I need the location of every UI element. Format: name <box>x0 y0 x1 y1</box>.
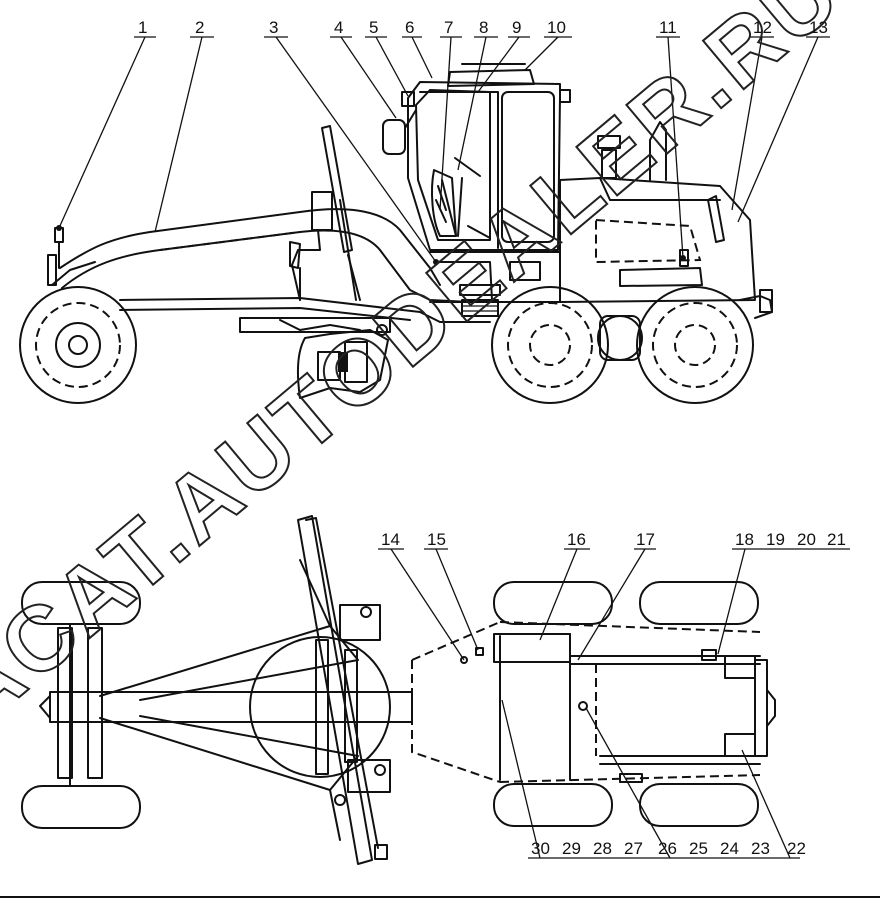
callout-label: 23 <box>751 839 770 858</box>
front-wheels-top <box>21 581 141 829</box>
lower-chassis <box>429 251 561 317</box>
callout-label: 29 <box>562 839 581 858</box>
top-view <box>21 515 850 865</box>
callout-label: 24 <box>720 839 739 858</box>
side-view <box>19 36 830 404</box>
callout-label: 2 <box>195 18 204 37</box>
callout-label: 22 <box>787 839 806 858</box>
callout-numbers-side: 1 2 3 4 5 6 7 8 9 10 11 12 13 <box>138 18 828 37</box>
callout-label: 16 <box>567 530 586 549</box>
callout-label: 4 <box>334 18 343 37</box>
callout-label: 25 <box>689 839 708 858</box>
blade-top <box>297 515 391 865</box>
moldboard-blade <box>239 317 391 399</box>
callout-label: 6 <box>405 18 414 37</box>
front-bumper <box>47 227 96 286</box>
callout-label: 21 <box>827 530 846 549</box>
callout-label: 30 <box>531 839 550 858</box>
blade-circle-top <box>249 636 391 778</box>
rear-body-top <box>460 633 776 783</box>
callout-label: 28 <box>593 839 612 858</box>
callout-label: 1 <box>138 18 147 37</box>
callout-label: 15 <box>427 530 446 549</box>
callout-label: 17 <box>636 530 655 549</box>
side-callout-leaders <box>56 36 830 265</box>
callout-label: 18 <box>735 530 754 549</box>
lift-cylinders <box>289 125 361 301</box>
callout-label: 8 <box>479 18 488 37</box>
callout-label: 19 <box>766 530 785 549</box>
callout-numbers-top-lower: 30 29 28 27 26 25 24 23 22 <box>531 839 806 858</box>
front-wheel <box>19 286 137 404</box>
callout-label: 20 <box>797 530 816 549</box>
rear-wheel-2 <box>636 286 754 404</box>
main-frame <box>59 208 491 323</box>
rear-wheels-top <box>493 581 759 827</box>
callout-label: 10 <box>547 18 566 37</box>
callout-label: 7 <box>444 18 453 37</box>
callout-label: 26 <box>658 839 677 858</box>
callout-label: 27 <box>624 839 643 858</box>
callout-numbers-top-upper: 14 15 16 17 18 19 20 21 <box>381 530 846 549</box>
callout-label: 12 <box>753 18 772 37</box>
callout-label: 5 <box>369 18 378 37</box>
callout-label: 14 <box>381 530 400 549</box>
callout-label: 3 <box>269 18 278 37</box>
tandem-hub <box>597 315 643 361</box>
top-callout-leaders <box>378 548 850 859</box>
callout-label: 13 <box>809 18 828 37</box>
callout-label: 9 <box>512 18 521 37</box>
callout-label: 11 <box>659 18 677 37</box>
